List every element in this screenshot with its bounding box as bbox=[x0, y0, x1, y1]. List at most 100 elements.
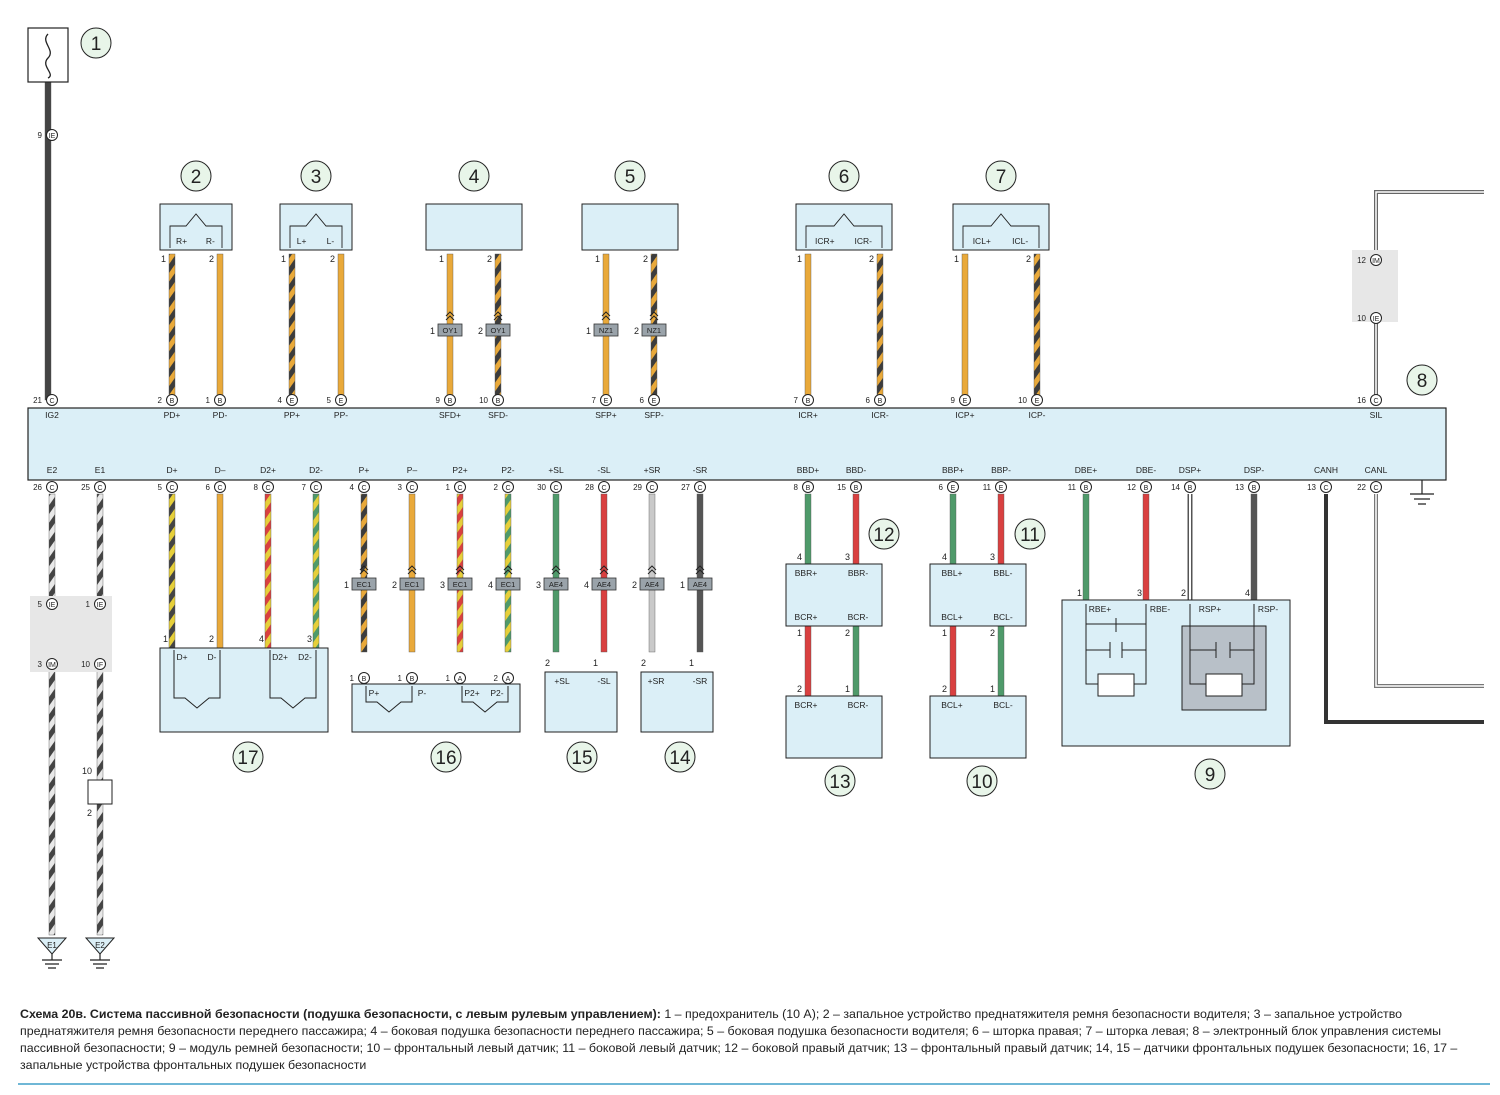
wire-P– bbox=[408, 493, 416, 653]
component-pin-label: L+ bbox=[297, 236, 307, 246]
component-pin-label: RBE- bbox=[1150, 604, 1170, 614]
wire-D+ bbox=[168, 493, 176, 653]
component-pin-number: 2 bbox=[942, 684, 947, 694]
component-pin-label: BCL+ bbox=[941, 700, 963, 710]
pin-number: 5 bbox=[38, 600, 43, 609]
pin-number: 14 bbox=[1171, 483, 1180, 492]
fuse-symbol bbox=[45, 33, 51, 79]
callout-9 bbox=[1194, 758, 1226, 790]
connector-ec1-pin: 4 bbox=[488, 580, 493, 590]
callout-11 bbox=[1014, 518, 1046, 550]
pin-cavity: B bbox=[496, 398, 501, 405]
pin-cavity: B bbox=[806, 485, 811, 492]
wire-+SR bbox=[648, 493, 656, 653]
component-16-pin bbox=[502, 672, 514, 684]
connector-ec1-arrows bbox=[359, 565, 369, 575]
ground-e2 bbox=[84, 937, 116, 955]
component-pin-number: 1 bbox=[797, 628, 802, 638]
ecu-pin-bottom bbox=[947, 481, 959, 493]
wire-PD+ bbox=[168, 253, 176, 401]
callout-12-number: 12 bbox=[873, 525, 894, 546]
component-pin-label: BBR+ bbox=[795, 568, 817, 578]
wire-DBE+ bbox=[1082, 493, 1090, 605]
component-pin-number: 1 bbox=[689, 658, 694, 668]
ground-e1 bbox=[36, 937, 68, 955]
pin-cavity: A bbox=[458, 676, 463, 683]
ecu-pin-label: -SL bbox=[597, 465, 611, 475]
pin-cavity: C bbox=[457, 485, 462, 492]
wire-BBD+ bbox=[804, 493, 812, 567]
ecu-pin-bottom bbox=[802, 481, 814, 493]
component-pin-label: ICR+ bbox=[815, 236, 835, 246]
callout-1-number: 1 bbox=[91, 34, 102, 55]
pin-number: 16 bbox=[1357, 396, 1366, 405]
component-pin-number: 2 bbox=[1181, 588, 1186, 598]
ecu-pin-label: P2- bbox=[501, 465, 514, 475]
connector-e2-bottom bbox=[46, 658, 58, 670]
connector-ae4-arrows bbox=[647, 565, 657, 575]
connector-ec1-arrows bbox=[503, 565, 513, 575]
wire-DBE- bbox=[1142, 493, 1150, 605]
component-pin-number: 2 bbox=[797, 684, 802, 694]
wire-+SL bbox=[552, 493, 560, 653]
ecu-pin-label: ICR- bbox=[871, 410, 889, 420]
pin-cavity: E bbox=[951, 485, 956, 492]
pin-number: 28 bbox=[585, 483, 594, 492]
wire-DSP- bbox=[1250, 493, 1258, 605]
ecu-pin-label: P2+ bbox=[452, 465, 467, 475]
ecu-pin-bottom bbox=[1140, 481, 1152, 493]
component-pin-label: -SL bbox=[597, 676, 611, 686]
ecu-pin-label: DSP- bbox=[1244, 465, 1264, 475]
connector-ec1 bbox=[495, 577, 521, 591]
wire-BBP- bbox=[997, 493, 1005, 567]
component-9-element bbox=[1205, 673, 1243, 697]
callout-6-number: 6 bbox=[839, 167, 850, 188]
pin-cavity: E bbox=[290, 398, 295, 405]
pin-cavity: C bbox=[601, 485, 606, 492]
wire-ICP- bbox=[1033, 253, 1041, 401]
ecu-pin-bottom bbox=[214, 481, 226, 493]
pin-cavity: C bbox=[49, 485, 54, 492]
callout-10 bbox=[966, 765, 998, 797]
caption-text: 1 – предохранитель (10 А); 2 – запальное… bbox=[20, 1007, 1458, 1072]
ecu-pin-top bbox=[46, 394, 58, 406]
ecu-pin-label: DSP+ bbox=[1179, 465, 1201, 475]
pin-cavity: B bbox=[218, 398, 223, 405]
component-pin-label: BCR+ bbox=[795, 700, 818, 710]
callout-16-number: 16 bbox=[435, 748, 456, 769]
wires-layer bbox=[44, 81, 1484, 936]
connector-ae4-label: AE4 bbox=[549, 580, 563, 589]
connector-ae4-pin: 1 bbox=[680, 580, 685, 590]
ecu-pin-bottom bbox=[1320, 481, 1332, 493]
pin-number: 1 bbox=[446, 674, 451, 683]
ground-e2-symbol bbox=[90, 954, 110, 969]
ecu-pin-top bbox=[335, 394, 347, 406]
pin-cavity: C bbox=[1373, 398, 1378, 405]
component-pin-label: BCL+ bbox=[941, 612, 963, 622]
wire--SR bbox=[696, 493, 704, 653]
component-pin-label: BBR- bbox=[848, 568, 868, 578]
in-line-pin: 10 bbox=[82, 766, 92, 776]
wire-canl-core bbox=[1375, 494, 1484, 687]
ecu-pin-label: DBE+ bbox=[1075, 465, 1097, 475]
callout-10-number: 10 bbox=[971, 772, 992, 793]
pin-cavity: C bbox=[1373, 485, 1378, 492]
ecu-pin-label: SFP+ bbox=[595, 410, 617, 420]
wire-ICR- bbox=[876, 253, 884, 401]
component-pin-number: 2 bbox=[990, 628, 995, 638]
connector-ec1-pin: 2 bbox=[392, 580, 397, 590]
component-pin-number: 1 bbox=[954, 254, 959, 264]
pin-cavity: IE bbox=[1373, 316, 1380, 323]
ecu-pin-bottom bbox=[94, 481, 106, 493]
connector-ec1-label: EC1 bbox=[405, 580, 420, 589]
pin-number: 6 bbox=[866, 396, 871, 405]
figure-caption: Схема 20в. Система пассивной безопасност… bbox=[20, 1006, 1490, 1074]
pin-number: 6 bbox=[939, 483, 944, 492]
bottom-rule bbox=[18, 1083, 1490, 1085]
callout-6 bbox=[828, 160, 860, 192]
ecu-pin-label: CANL bbox=[1365, 465, 1388, 475]
pin-cavity: B bbox=[854, 485, 859, 492]
callout-17 bbox=[232, 741, 264, 773]
